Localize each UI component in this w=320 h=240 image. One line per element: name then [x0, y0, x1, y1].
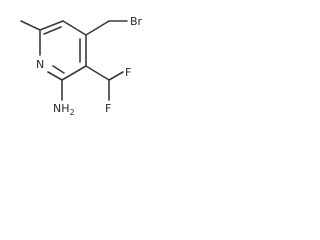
atom-label-ring-nitrogen: N	[36, 58, 44, 71]
amino-label-main: NH	[53, 102, 70, 115]
bond-c6-methyl	[20, 20, 41, 31]
amino-label-subscript: 2	[70, 108, 75, 117]
bond-c5-c6	[39, 20, 64, 31]
atom-labels: Br N F F NH2	[36, 15, 143, 117]
bond-c5-c6-inner	[43, 26, 62, 35]
atom-label-fluorine-right: F	[125, 66, 131, 79]
bond-lines	[20, 20, 128, 101]
bond-n1-c2	[47, 71, 63, 81]
chemical-structure-diagram: Br N F F NH2	[20, 15, 143, 117]
bond-chf2-f1	[108, 71, 124, 81]
bond-c2-c3	[61, 65, 87, 81]
atom-label-amino: NH2	[53, 102, 75, 117]
bond-c3-chf2	[85, 65, 110, 81]
bond-c4-ch2	[85, 20, 110, 36]
atom-label-fluorine-bottom: F	[105, 102, 111, 115]
atom-label-bromine: Br	[130, 15, 143, 28]
bond-c4-c5	[62, 20, 87, 36]
bond-n1-c2-inner	[52, 65, 65, 74]
